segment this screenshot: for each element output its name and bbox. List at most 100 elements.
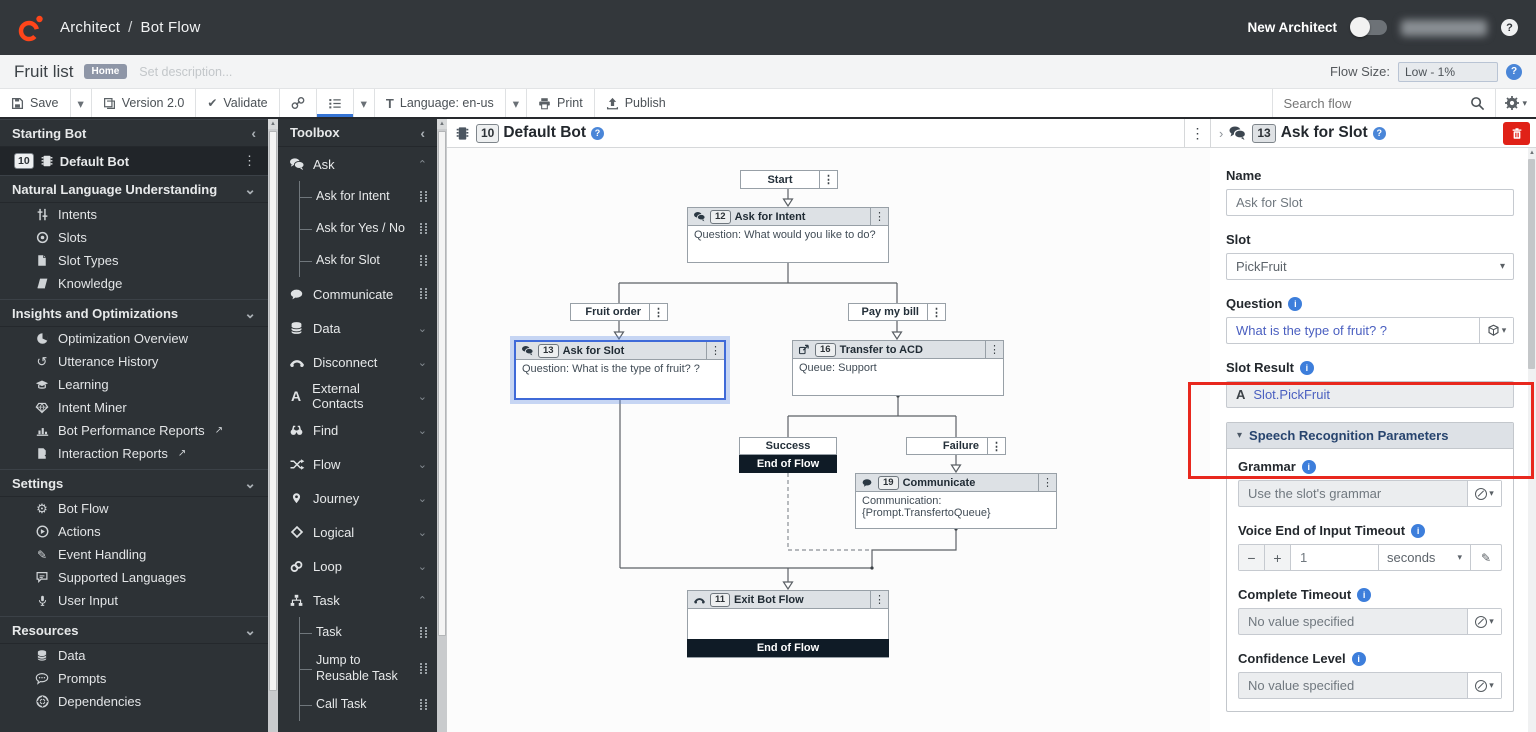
sidebar-item-user-input[interactable]: User Input: [0, 589, 268, 612]
toolbox-group-communicate[interactable]: Communicate: [278, 277, 437, 311]
scroll-up-arrow[interactable]: ▲: [437, 119, 447, 129]
info-icon[interactable]: i: [1351, 651, 1366, 666]
name-input[interactable]: [1227, 195, 1513, 210]
node-ask-for-slot[interactable]: 13 Ask for Slot ⋮ Question: What is the …: [514, 340, 726, 400]
info-icon[interactable]: i: [1411, 523, 1426, 538]
toolbox-item-call-task[interactable]: Call Task: [300, 689, 437, 721]
toolbox-group-flow[interactable]: Flow ⌄: [278, 447, 437, 481]
branch-failure[interactable]: Failure ⋮: [906, 437, 1006, 455]
save-button[interactable]: Save: [0, 89, 71, 117]
sidebar-item-default-bot[interactable]: 10 Default Bot ⋮: [0, 147, 268, 175]
bot-menu-kebab[interactable]: ⋮: [243, 153, 256, 168]
node-menu-kebab[interactable]: ⋮: [985, 341, 1003, 358]
drag-handle-icon[interactable]: [420, 627, 427, 639]
help-icon[interactable]: ?: [1501, 19, 1518, 36]
sidebar-item-slot-types[interactable]: Slot Types: [0, 249, 268, 272]
scrollbar-thumb[interactable]: [1528, 159, 1535, 369]
toolbox-item-ask-for-yes-no[interactable]: Ask for Yes / No: [300, 213, 437, 245]
description-placeholder[interactable]: Set description...: [139, 64, 233, 79]
info-icon[interactable]: i: [1288, 296, 1303, 311]
delete-node-button[interactable]: [1503, 121, 1530, 145]
sidebar-item-learning[interactable]: Learning: [0, 373, 268, 396]
node-menu-kebab[interactable]: ⋮: [649, 304, 667, 320]
sidebar-item-knowledge[interactable]: Knowledge: [0, 272, 268, 295]
grammar-field[interactable]: Use the slot's grammar ▾: [1238, 480, 1502, 507]
collapse-toolbox-icon[interactable]: ‹: [420, 124, 425, 141]
print-button[interactable]: Print: [527, 89, 595, 117]
drag-handle-icon[interactable]: [420, 663, 427, 675]
sidebar-item-data[interactable]: Data: [0, 644, 268, 667]
question-field[interactable]: What is the type of fruit? ? ▾: [1226, 317, 1514, 344]
sidebar-item-dependencies[interactable]: Dependencies: [0, 690, 268, 713]
node-menu-kebab[interactable]: ⋮: [1038, 474, 1056, 491]
drag-handle-icon[interactable]: [420, 288, 427, 300]
scrollbar-thumb[interactable]: [438, 131, 446, 636]
section-nlu[interactable]: Natural Language Understanding⌄: [0, 175, 268, 203]
sidebar-item-optimization-overview[interactable]: Optimization Overview: [0, 327, 268, 350]
section-insights[interactable]: Insights and Optimizations⌄: [0, 299, 268, 327]
expression-mode-button[interactable]: ▾: [1479, 318, 1513, 343]
search-flow-input[interactable]: [1283, 95, 1463, 111]
decrement-button[interactable]: −: [1239, 545, 1265, 570]
flow-size-help-icon[interactable]: ?: [1506, 63, 1522, 80]
drag-handle-icon[interactable]: [420, 191, 427, 203]
speech-recognition-header[interactable]: ▾ Speech Recognition Parameters: [1227, 423, 1513, 449]
branch-pay-my-bill[interactable]: Pay my bill ⋮: [848, 303, 946, 321]
publish-button[interactable]: Publish: [595, 89, 677, 117]
copy-link-button[interactable]: [280, 89, 317, 117]
branch-success[interactable]: Success: [739, 437, 837, 455]
flow-canvas[interactable]: Start ⋮ 12 Ask for Intent ⋮ Question: Wh…: [447, 148, 1210, 732]
scroll-up-arrow[interactable]: ▲: [268, 119, 278, 129]
start-node[interactable]: Start ⋮: [740, 170, 838, 189]
drag-handle-icon[interactable]: [420, 699, 427, 711]
toolbox-group-find[interactable]: Find ⌄: [278, 413, 437, 447]
complete-timeout-field[interactable]: No value specified ▾: [1238, 608, 1502, 635]
toolbox-scrollbar[interactable]: ▲: [437, 119, 447, 732]
voice-timeout-unit-select[interactable]: seconds▾: [1379, 545, 1471, 570]
toolbox-group-loop[interactable]: Loop ⌄: [278, 549, 437, 583]
sidebar-item-actions[interactable]: Actions: [0, 520, 268, 543]
toolbox-item-jump-to-reusable-task[interactable]: Jump to Reusable Task: [300, 649, 437, 689]
confidence-field[interactable]: No value specified ▾: [1238, 672, 1502, 699]
increment-button[interactable]: +: [1265, 545, 1291, 570]
toolbox-group-journey[interactable]: Journey ⌄: [278, 481, 437, 515]
sidebar-item-event-handling[interactable]: ✎ Event Handling: [0, 543, 268, 566]
version-button[interactable]: Version 2.0: [92, 89, 197, 117]
sidebar-item-intents[interactable]: Intents: [0, 203, 268, 226]
sidebar-item-prompts[interactable]: Prompts: [0, 667, 268, 690]
sidebar-item-bot-performance-reports[interactable]: Bot Performance Reports ↗: [0, 419, 268, 442]
edit-pencil-button[interactable]: ✎: [1480, 550, 1492, 565]
toolbox-group-logical[interactable]: Logical ⌄: [278, 515, 437, 549]
node-menu-kebab[interactable]: ⋮: [819, 171, 837, 188]
scroll-up-arrow[interactable]: ▲: [1528, 148, 1536, 158]
outline-view-caret[interactable]: ▾: [354, 89, 375, 117]
collapse-sidebar-icon[interactable]: ‹: [251, 125, 256, 141]
grammar-mode-button[interactable]: ▾: [1467, 481, 1501, 506]
sidebar-item-bot-flow[interactable]: ⚙ Bot Flow: [0, 497, 268, 520]
search-icon[interactable]: [1470, 96, 1485, 111]
confidence-mode-button[interactable]: ▾: [1467, 673, 1501, 698]
panel-scrollbar[interactable]: ▲: [1528, 148, 1536, 732]
validate-button[interactable]: ✔ Validate: [196, 89, 280, 117]
node-menu-kebab[interactable]: ⋮: [706, 342, 724, 359]
user-menu[interactable]: [1401, 19, 1487, 36]
voice-timeout-value[interactable]: 1: [1291, 545, 1379, 570]
sidebar-item-supported-languages[interactable]: Supported Languages: [0, 566, 268, 589]
canvas-help-icon[interactable]: ?: [591, 126, 605, 140]
language-button[interactable]: T Language: en-us: [375, 89, 506, 117]
node-menu-kebab[interactable]: ⋮: [870, 591, 888, 608]
node-menu-kebab[interactable]: ⋮: [987, 438, 1005, 454]
drag-handle-icon[interactable]: [420, 223, 427, 235]
scrollbar-thumb[interactable]: [269, 131, 277, 691]
toolbox-item-ask-for-slot[interactable]: Ask for Slot: [300, 245, 437, 277]
complete-timeout-mode-button[interactable]: ▾: [1467, 609, 1501, 634]
canvas-settings-button[interactable]: ▾: [1495, 89, 1536, 117]
section-settings[interactable]: Settings⌄: [0, 469, 268, 497]
sidebar-item-intent-miner[interactable]: Intent Miner: [0, 396, 268, 419]
node-ask-for-intent[interactable]: 12 Ask for Intent ⋮ Question: What would…: [687, 207, 889, 263]
section-resources[interactable]: Resources⌄: [0, 616, 268, 644]
node-menu-kebab[interactable]: ⋮: [927, 304, 945, 320]
sidebar-item-interaction-reports[interactable]: Interaction Reports ↗: [0, 442, 268, 465]
node-communicate[interactable]: 19 Communicate ⋮ Communication: {Prompt.…: [855, 473, 1057, 529]
panel-help-icon[interactable]: ?: [1372, 126, 1386, 140]
